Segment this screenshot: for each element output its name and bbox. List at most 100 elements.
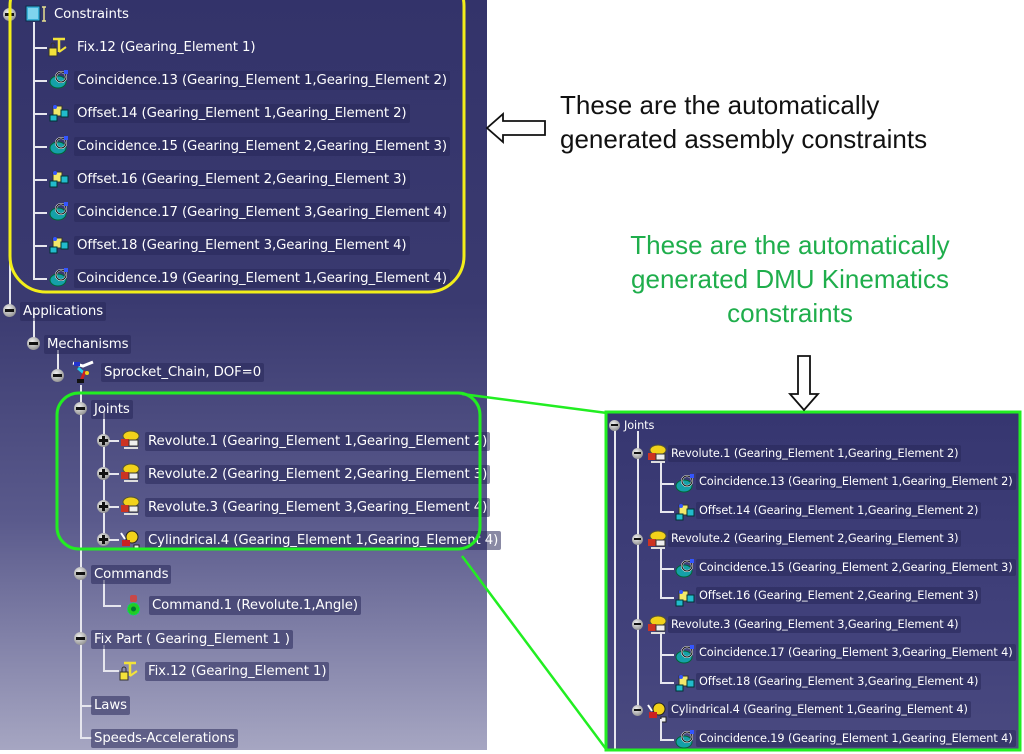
tree-line [33, 113, 47, 115]
offset-constraint-icon [47, 102, 71, 124]
tree-node-label: Coincidence.19 (Gearing_Element 1,Gearin… [696, 729, 1016, 747]
collapse-toggle[interactable] [3, 304, 16, 317]
tree-node-label: Cylindrical.4 (Gearing_Element 1,Gearing… [145, 530, 502, 550]
coincidence-constraint-icon [673, 473, 694, 492]
tree-node-constraint[interactable]: Offset.16 (Gearing_Element 2,Gearing_Ele… [47, 169, 410, 189]
revolute-joint-icon [118, 496, 142, 518]
inset-node-constraint[interactable]: Offset.18 (Gearing_Element 3,Gearing_Ele… [673, 672, 982, 692]
tree-line [660, 511, 674, 513]
mechanism-icon [70, 359, 98, 385]
tree-node-label: Offset.18 (Gearing_Element 3,Gearing_Ele… [696, 672, 982, 690]
tree-node-joint[interactable]: Cylindrical.4 (Gearing_Element 1,Gearing… [118, 530, 502, 551]
collapse-toggle[interactable] [74, 402, 87, 415]
cylindrical-joint-icon [645, 701, 667, 722]
inset-node-joints[interactable]: Joints [621, 416, 657, 434]
inset-node-constraint[interactable]: Coincidence.13 (Gearing_Element 1,Gearin… [673, 473, 1016, 492]
collapse-toggle[interactable] [632, 448, 643, 459]
tree-node-label: Fix Part ( Gearing_Element 1 ) [91, 629, 293, 649]
tree-line [80, 705, 92, 707]
offset-constraint-icon [673, 672, 695, 692]
inset-node-constraint[interactable]: Offset.14 (Gearing_Element 1,Gearing_Ele… [673, 501, 982, 521]
inset-node-joint[interactable]: Cylindrical.4 (Gearing_Element 1,Gearing… [645, 701, 971, 722]
tree-line [80, 385, 82, 738]
inset-node-joint[interactable]: Revolute.2 (Gearing_Element 2,Gearing_El… [645, 530, 962, 549]
fix-constraint-icon [47, 36, 71, 58]
tree-node-joint[interactable]: Revolute.2 (Gearing_Element 2,Gearing_El… [118, 463, 491, 485]
collapse-toggle[interactable] [632, 704, 643, 716]
tree-line [660, 596, 674, 599]
tree-node-label: Command.1 (Revolute.1,Angle) [149, 595, 361, 615]
collapse-toggle[interactable] [3, 8, 16, 21]
tree-line [660, 568, 674, 570]
inset-node-constraint[interactable]: Coincidence.15 (Gearing_Element 2,Gearin… [673, 558, 1016, 578]
inset-node-joint[interactable]: Revolute.1 (Gearing_Element 1,Gearing_El… [645, 444, 962, 463]
tree-node-applications[interactable]: Applications [20, 301, 107, 321]
tree-line [33, 179, 47, 181]
collapse-toggle[interactable] [74, 632, 87, 645]
tree-node-label: Coincidence.13 (Gearing_Element 1,Gearin… [74, 70, 450, 90]
tree-node-speeds-accelerations[interactable]: Speeds-Accelerations [91, 728, 238, 748]
inset-node-constraint[interactable]: Coincidence.17 (Gearing_Element 3,Gearin… [673, 644, 1016, 663]
coincidence-constraint-icon [673, 729, 694, 749]
coincidence-constraint-icon [47, 267, 71, 289]
offset-constraint-icon [673, 501, 695, 521]
command-icon [122, 594, 146, 616]
down-arrow-icon [788, 355, 820, 412]
revolute-joint-icon [645, 615, 667, 634]
tree-node-fix[interactable]: Fix.12 (Gearing_Element 1) [118, 661, 330, 681]
tree-node-joints[interactable]: Joints [91, 399, 133, 419]
tree-line [660, 633, 662, 682]
collapse-toggle[interactable] [632, 619, 643, 630]
tree-node-label: Laws [91, 695, 130, 715]
tree-line [103, 645, 105, 671]
tree-node-constraint[interactable]: Coincidence.19 (Gearing_Element 1,Gearin… [47, 268, 450, 288]
tree-node-constraint[interactable]: Fix.12 (Gearing_Element 1) [47, 37, 258, 57]
tree-node-constraint[interactable]: Offset.14 (Gearing_Element 1,Gearing_Ele… [47, 103, 410, 123]
tree-node-joint[interactable]: Revolute.3 (Gearing_Element 3,Gearing_El… [118, 496, 491, 518]
tree-line [80, 737, 92, 739]
tree-node-commands[interactable]: Commands [91, 564, 172, 584]
tree-node-constraint[interactable]: Coincidence.15 (Gearing_Element 2,Gearin… [47, 136, 450, 156]
collapse-toggle[interactable] [632, 533, 643, 545]
tree-line [660, 462, 662, 511]
tree-node-label: Revolute.2 (Gearing_Element 2,Gearing_El… [145, 464, 491, 484]
inset-node-constraint[interactable]: Offset.16 (Gearing_Element 2,Gearing_Ele… [673, 587, 982, 606]
tree-node-label: Offset.14 (Gearing_Element 1,Gearing_Ele… [74, 103, 410, 123]
tree-node-label: Fix.12 (Gearing_Element 1) [77, 39, 256, 55]
tree-node-constraint[interactable]: Coincidence.17 (Gearing_Element 3,Gearin… [47, 202, 450, 222]
tree-line [660, 482, 674, 485]
tree-node-label: Commands [91, 564, 172, 584]
collapse-toggle[interactable] [609, 420, 620, 431]
tree-node-mechanisms[interactable]: Mechanisms [44, 334, 132, 354]
collapse-toggle[interactable] [74, 567, 87, 580]
tree-node-label: Revolute.3 (Gearing_Element 3,Gearing_El… [145, 497, 491, 517]
tree-line [9, 10, 11, 306]
assembly-constraints-annotation: These are the automatically generated as… [560, 88, 1020, 156]
tree-node-constraints[interactable]: Constraints [24, 4, 132, 24]
tree-node-fix-part[interactable]: Fix Part ( Gearing_Element 1 ) [91, 629, 293, 649]
tree-node-joint[interactable]: Revolute.1 (Gearing_Element 1,Gearing_El… [118, 430, 491, 451]
revolute-joint-icon [645, 530, 667, 549]
collapse-toggle[interactable] [51, 369, 64, 382]
tree-line [33, 22, 35, 278]
tree-line [33, 80, 47, 82]
constraints-folder-icon [24, 3, 48, 25]
coincidence-constraint-icon [47, 201, 71, 223]
tree-line [660, 653, 674, 656]
inset-node-constraint[interactable]: Coincidence.19 (Gearing_Element 1,Gearin… [673, 729, 1016, 749]
tree-line [660, 718, 662, 739]
tree-node-constraint[interactable]: Offset.18 (Gearing_Element 3,Gearing_Ele… [47, 235, 410, 255]
inset-node-joint[interactable]: Revolute.3 (Gearing_Element 3,Gearing_El… [645, 615, 962, 634]
tree-node-constraint[interactable]: Coincidence.13 (Gearing_Element 1,Gearin… [47, 70, 450, 90]
tree-node-label: Offset.16 (Gearing_Element 2,Gearing_Ele… [74, 169, 410, 189]
collapse-toggle[interactable] [27, 337, 40, 350]
tree-node-laws[interactable]: Laws [91, 695, 130, 715]
tree-line [33, 245, 47, 247]
tree-node-mechanism[interactable]: Sprocket_Chain, DOF=0 [70, 359, 265, 385]
revolute-joint-icon [645, 444, 667, 463]
tree-node-command[interactable]: Command.1 (Revolute.1,Angle) [122, 594, 361, 616]
tree-line [33, 310, 35, 340]
tree-node-label: Coincidence.17 (Gearing_Element 3,Gearin… [74, 202, 450, 222]
tree-node-label: Constraints [54, 6, 129, 22]
revolute-joint-icon [118, 463, 142, 485]
